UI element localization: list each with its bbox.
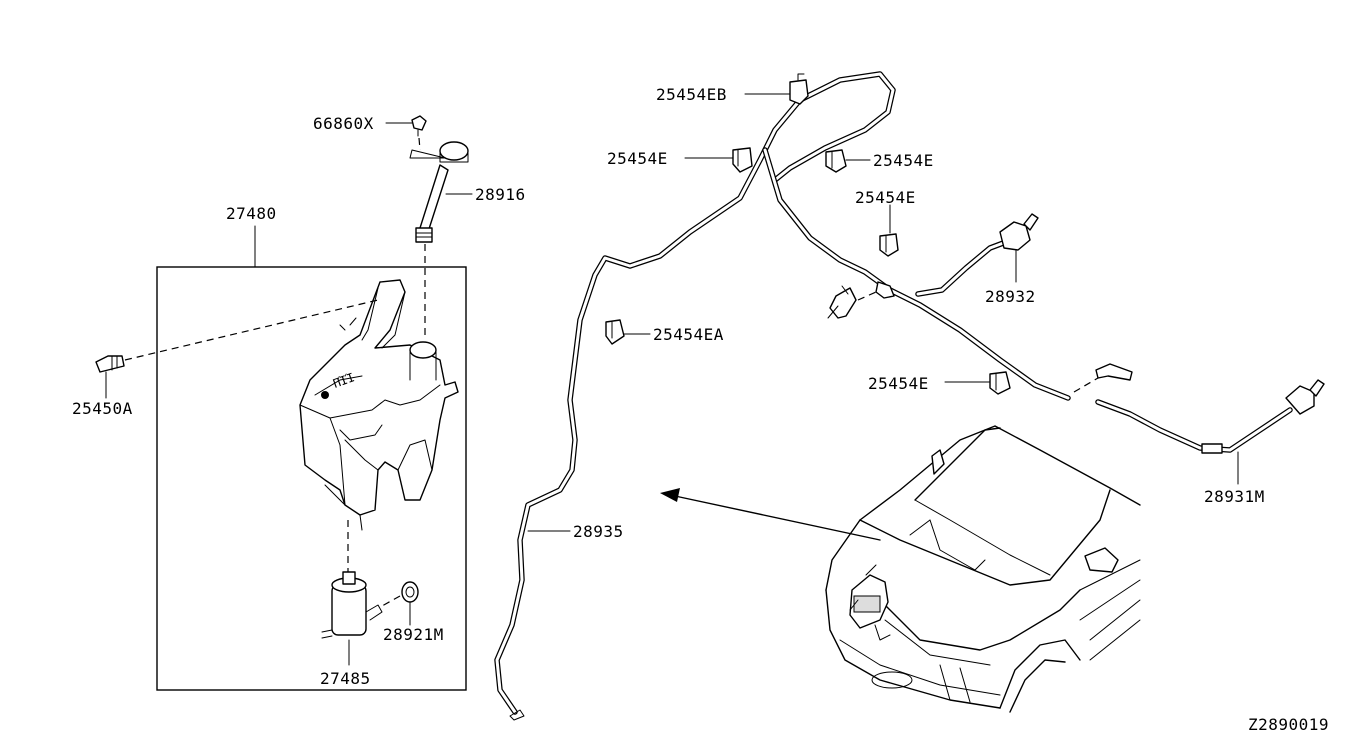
clip-25454e-low[interactable] xyxy=(989,371,1011,395)
washer-pump[interactable] xyxy=(321,571,383,639)
label-28935: 28935 xyxy=(573,522,624,541)
hose-connector-center[interactable] xyxy=(875,281,895,299)
diagram-code: Z2890019 xyxy=(1248,715,1329,734)
label-28932: 28932 xyxy=(985,287,1036,306)
svg-text:ΠΊΊ: ΠΊΊ xyxy=(331,370,356,391)
tank-assembly-frame xyxy=(156,266,467,691)
label-66860x: 66860X xyxy=(313,114,374,133)
nozzle-28931m[interactable] xyxy=(1095,379,1325,454)
hose-connector-right[interactable] xyxy=(1095,363,1133,381)
grommet-28921m[interactable] xyxy=(401,581,419,603)
clip-25454e-mid[interactable] xyxy=(879,233,899,257)
label-28916: 28916 xyxy=(475,185,526,204)
washer-hose-28935[interactable] xyxy=(494,71,1071,721)
clip-25454ea[interactable] xyxy=(605,319,625,345)
nozzle-28932[interactable] xyxy=(915,213,1039,297)
label-28931m: 28931M xyxy=(1204,487,1265,506)
vehicle-front-view xyxy=(825,425,1141,713)
label-25454e-low: 25454E xyxy=(868,374,929,393)
label-25454e-right: 25454E xyxy=(873,151,934,170)
label-27480: 27480 xyxy=(226,204,277,223)
label-25454e-left: 25454E xyxy=(607,149,668,168)
clip-66860x[interactable] xyxy=(411,115,427,137)
label-25454e-mid: 25454E xyxy=(855,188,916,207)
clip-25454e-right[interactable] xyxy=(825,149,847,173)
label-27485: 27485 xyxy=(320,669,371,688)
label-28921m: 28921M xyxy=(383,625,444,644)
bolt-25450a[interactable] xyxy=(95,355,125,373)
joint-center[interactable] xyxy=(827,285,857,319)
filler-neck[interactable] xyxy=(409,141,469,243)
label-25454eb: 25454EB xyxy=(656,85,727,104)
location-arrow xyxy=(660,488,881,541)
washer-tank[interactable]: ΠΊΊ xyxy=(299,279,459,531)
clip-25454eb[interactable] xyxy=(789,73,809,105)
label-25450a: 25450A xyxy=(72,399,133,418)
label-25454ea: 25454EA xyxy=(653,325,724,344)
clip-25454e-left[interactable] xyxy=(732,147,753,173)
